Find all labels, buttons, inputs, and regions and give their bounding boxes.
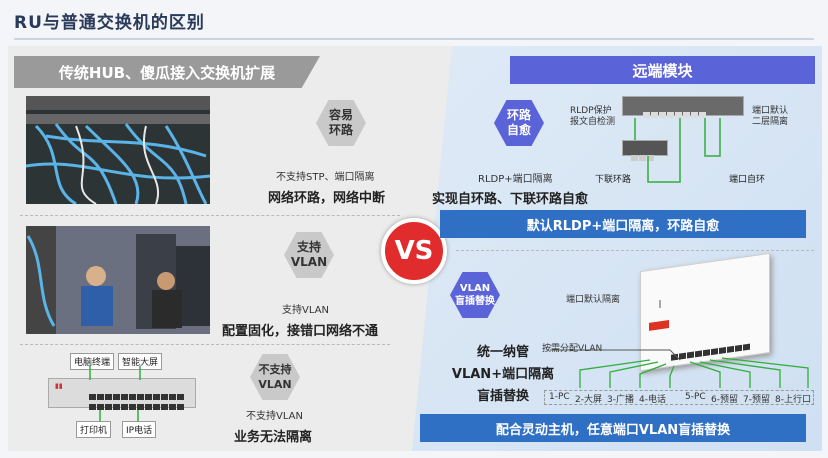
port-label-1: 1-PC [549, 392, 570, 402]
left-row1-big: 网络环路，网络中断 [268, 191, 386, 206]
left-divider-1 [20, 215, 400, 216]
port-label-2: 2-大屏 [575, 395, 602, 405]
left-row1-small: 不支持STP、端口隔离 [276, 172, 375, 183]
right-row2-line2: VLAN+端口隔离 [451, 367, 555, 382]
hex-loop-label: 容易 环路 [328, 108, 353, 137]
downstream-ports [631, 146, 655, 165]
left-divider-2 [20, 344, 390, 345]
port-label-7: 7-预留 [743, 395, 770, 405]
port-label-6: 6-预留 [711, 395, 738, 405]
hex-self-heal-label: 环路 自愈 [506, 108, 531, 137]
access-switch: ▮▮ [48, 378, 196, 410]
hex-no-vlan-label: 不支持 VLAN [258, 363, 292, 391]
left-header: 传统HUB、傻瓜接入交换机扩展 [14, 56, 320, 88]
port-label-3: 3-广播 [607, 395, 634, 405]
right-header: 远端模块 [510, 56, 815, 84]
right-row1-banner: 默认RLDP+端口隔离，环路自愈 [440, 210, 806, 238]
switch-wiring-lines [89, 366, 141, 422]
right-row2-line1: 统一纳管 [476, 345, 529, 360]
hex-badge-no-vlan: 不支持 VLAN [250, 354, 300, 400]
right-divider [456, 250, 814, 251]
label-ip-phone: IP电话 [122, 421, 157, 438]
right-panel [412, 46, 822, 451]
label-pc-terminal: 电脑终端 [70, 353, 115, 370]
tangled-cables-icon [25, 96, 211, 206]
right-row1-small: RLDP+端口隔离 [478, 174, 553, 185]
hex-badge-loop: 容易 环路 [316, 100, 366, 146]
vs-badge: VS [381, 218, 447, 284]
hex-badge-vlan: 支持 VLAN [284, 232, 334, 278]
port-wiring-lines [550, 300, 809, 388]
label-downlink-loop: 下联环路 [595, 175, 632, 185]
title-divider [14, 38, 814, 40]
port-label-5: 5-PC [685, 392, 706, 402]
right-row2-banner: 配合灵动主机，任意端口VLAN盲插替换 [420, 414, 806, 442]
right-row2-line3: 盲插替换 [476, 389, 529, 404]
switch-logo-icon: ▮▮ [55, 382, 63, 390]
page-title: RU与普通交换机的区别 [14, 13, 205, 33]
remote-module-switch [622, 96, 744, 118]
switch-ports-bottom [89, 395, 185, 414]
label-printer: 打印机 [76, 421, 112, 438]
cable-mess-photo [25, 96, 211, 206]
left-row3-big: 业务无法隔离 [234, 430, 313, 445]
label-default-isolation: 端口默认 二层隔离 [752, 106, 789, 127]
downstream-switch [622, 140, 668, 161]
port-label-4: 4-电话 [639, 395, 666, 405]
right-row2-text: 统一纳管 VLAN+端口隔离 盲插替换 [438, 342, 568, 408]
left-row2-small: 支持VLAN [282, 305, 329, 316]
label-rldp-protect: RLDP保护 报文自检测 [570, 106, 616, 127]
label-port-default-isolation: 端口默认隔离 [566, 295, 621, 305]
switch-ports-top [89, 385, 185, 404]
label-port-self-loop: 端口自环 [729, 175, 766, 185]
hex-badge-vlan-replace: VLAN 盲插替换 [450, 272, 500, 318]
hex-vlan-replace-label: VLAN 盲插替换 [455, 283, 495, 307]
left-row2-big: 配置固化，接错口网络不通 [222, 324, 379, 339]
hex-vlan-label: 支持 VLAN [290, 240, 328, 269]
label-vlan-on-demand: 按需分配VLAN [542, 344, 603, 354]
loop-wiring-lines [634, 118, 721, 183]
right-row1-big: 实现自环路、下联环路自愈 [432, 192, 589, 207]
left-row3-small: 不支持VLAN [246, 411, 303, 422]
port-assignment-box: 1-PC 2-大屏 3-广播 4-电话 5-PC 6-预留 7-预留 8-上行口 [544, 390, 814, 405]
technician-photo [26, 226, 210, 334]
rack-technician-icon [26, 226, 210, 334]
port-label-8: 8-上行口 [775, 395, 811, 405]
remote-module-ports [643, 103, 707, 122]
